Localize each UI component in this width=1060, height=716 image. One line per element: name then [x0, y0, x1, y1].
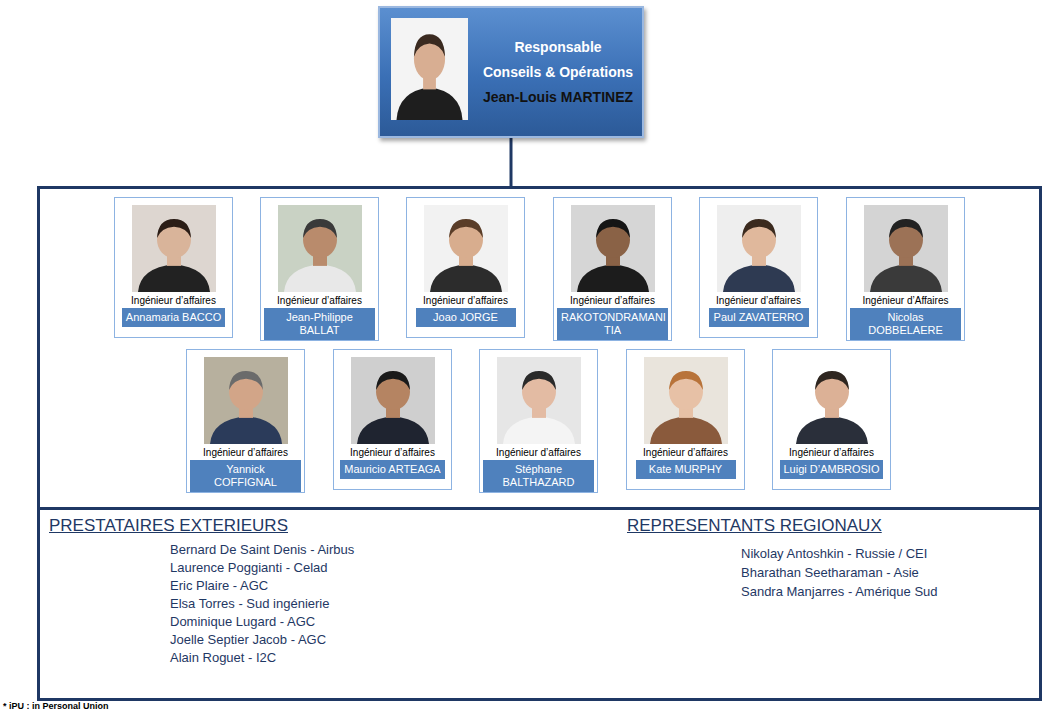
job-title: Ingénieur d’affaires — [643, 447, 728, 459]
engineer-card: Ingénieur d’affairesKate MURPHY — [626, 349, 745, 490]
portrait-photo — [571, 205, 655, 292]
job-title: Ingénieur d’affaires — [131, 295, 216, 307]
job-title: Ingénieur d’affaires — [716, 295, 801, 307]
person-name: Luigi D’AMBROSIO — [780, 460, 884, 479]
job-title: Ingénieur d’affaires — [570, 295, 655, 307]
person-name: Annamaria BACCO — [122, 308, 225, 327]
org-connector — [510, 138, 513, 186]
manager-title: Responsable — [476, 35, 640, 60]
person-name: Yannick COFFIGNAL — [190, 460, 301, 492]
job-title: Ingénieur d’affaires — [350, 447, 435, 459]
portrait-photo — [278, 205, 362, 292]
person-name: RAKOTONDRAMANI TIA — [557, 308, 668, 340]
engineer-card: Ingénieur d’affairesLuigi D’AMBROSIO — [772, 349, 891, 490]
person-name: Nicolas DOBBELAERE — [850, 308, 961, 340]
portrait-photo — [497, 357, 581, 444]
person-name: Jean-Philippe BALLAT — [264, 308, 375, 340]
engineer-card: Ingénieur d’affairesJean-Philippe BALLAT — [260, 197, 379, 341]
job-title: Ingénieur d’affaires — [789, 447, 874, 459]
provider-entry: Laurence Poggianti - Celad — [170, 560, 328, 575]
portrait-photo — [204, 357, 288, 444]
engineer-card: Ingénieur d’AffairesNicolas DOBBELAERE — [846, 197, 965, 341]
engineer-card: Ingénieur d’affairesAnnamaria BACCO — [114, 197, 233, 338]
footnote: * iPU : in Personal Union — [3, 701, 109, 711]
regional-entry: Sandra Manjarres - Amérique Sud — [741, 584, 938, 599]
engineer-card: Ingénieur d’affairesMauricio ARTEAGA — [333, 349, 452, 490]
job-title: Ingénieur d’affaires — [277, 295, 362, 307]
portrait-photo — [391, 18, 468, 120]
provider-entry: Elsa Torres - Sud ingénierie — [170, 596, 329, 611]
section-heading: REPRESENTANTS REGIONAUX — [627, 516, 882, 536]
manager-text: ResponsableConseils & OpérationsJean-Lou… — [476, 35, 640, 110]
regional-entry: Nikolay Antoshkin - Russie / CEI — [741, 546, 927, 561]
job-title: Ingénieur d’affaires — [423, 295, 508, 307]
engineer-card: Ingénieur d’affairesRAKOTONDRAMANI TIA — [553, 197, 672, 341]
portrait-photo — [644, 357, 728, 444]
team-frame: Ingénieur d’affairesAnnamaria BACCOIngén… — [37, 186, 1042, 510]
person-name: Kate MURPHY — [636, 460, 736, 479]
portrait-photo — [864, 205, 948, 292]
provider-entry: Eric Plaire - AGC — [170, 578, 268, 593]
person-name: Mauricio ARTEAGA — [340, 460, 444, 479]
person-name: Paul ZAVATERRO — [709, 308, 809, 327]
job-title: Ingénieur d’affaires — [203, 447, 288, 459]
engineer-card: Ingénieur d’affairesPaul ZAVATERRO — [699, 197, 818, 338]
provider-entry: Joelle Septier Jacob - AGC — [170, 632, 326, 647]
portrait-photo — [424, 205, 508, 292]
portrait-photo — [351, 357, 435, 444]
engineer-card: Ingénieur d’affairesYannick COFFIGNAL — [186, 349, 305, 493]
engineer-card: Ingénieur d’affairesStéphane BALTHAZARD — [479, 349, 598, 493]
regional-entry: Bharathan Seetharaman - Asie — [741, 565, 919, 580]
portrait-photo — [790, 357, 874, 444]
section-heading: PRESTATAIRES EXTERIEURS — [49, 516, 288, 536]
provider-entry: Bernard De Saint Denis - Airbus — [170, 542, 354, 557]
portrait-photo — [132, 205, 216, 292]
provider-entry: Dominique Lugard - AGC — [170, 614, 315, 629]
engineer-card: Ingénieur d’affairesJoao JORGE — [406, 197, 525, 338]
external-panel: PRESTATAIRES EXTERIEURS Bernard De Saint … — [37, 507, 1042, 701]
person-name: Stéphane BALTHAZARD — [483, 460, 594, 492]
job-title: Ingénieur d’Affaires — [863, 295, 949, 307]
manager-box: ResponsableConseils & OpérationsJean-Lou… — [378, 6, 644, 138]
portrait-photo — [717, 205, 801, 292]
manager-title: Conseils & Opérations — [476, 60, 640, 85]
job-title: Ingénieur d’affaires — [496, 447, 581, 459]
provider-entry: Alain Roguet - I2C — [170, 650, 276, 665]
manager-name: Jean-Louis MARTINEZ — [476, 85, 640, 110]
person-name: Joao JORGE — [416, 308, 516, 327]
